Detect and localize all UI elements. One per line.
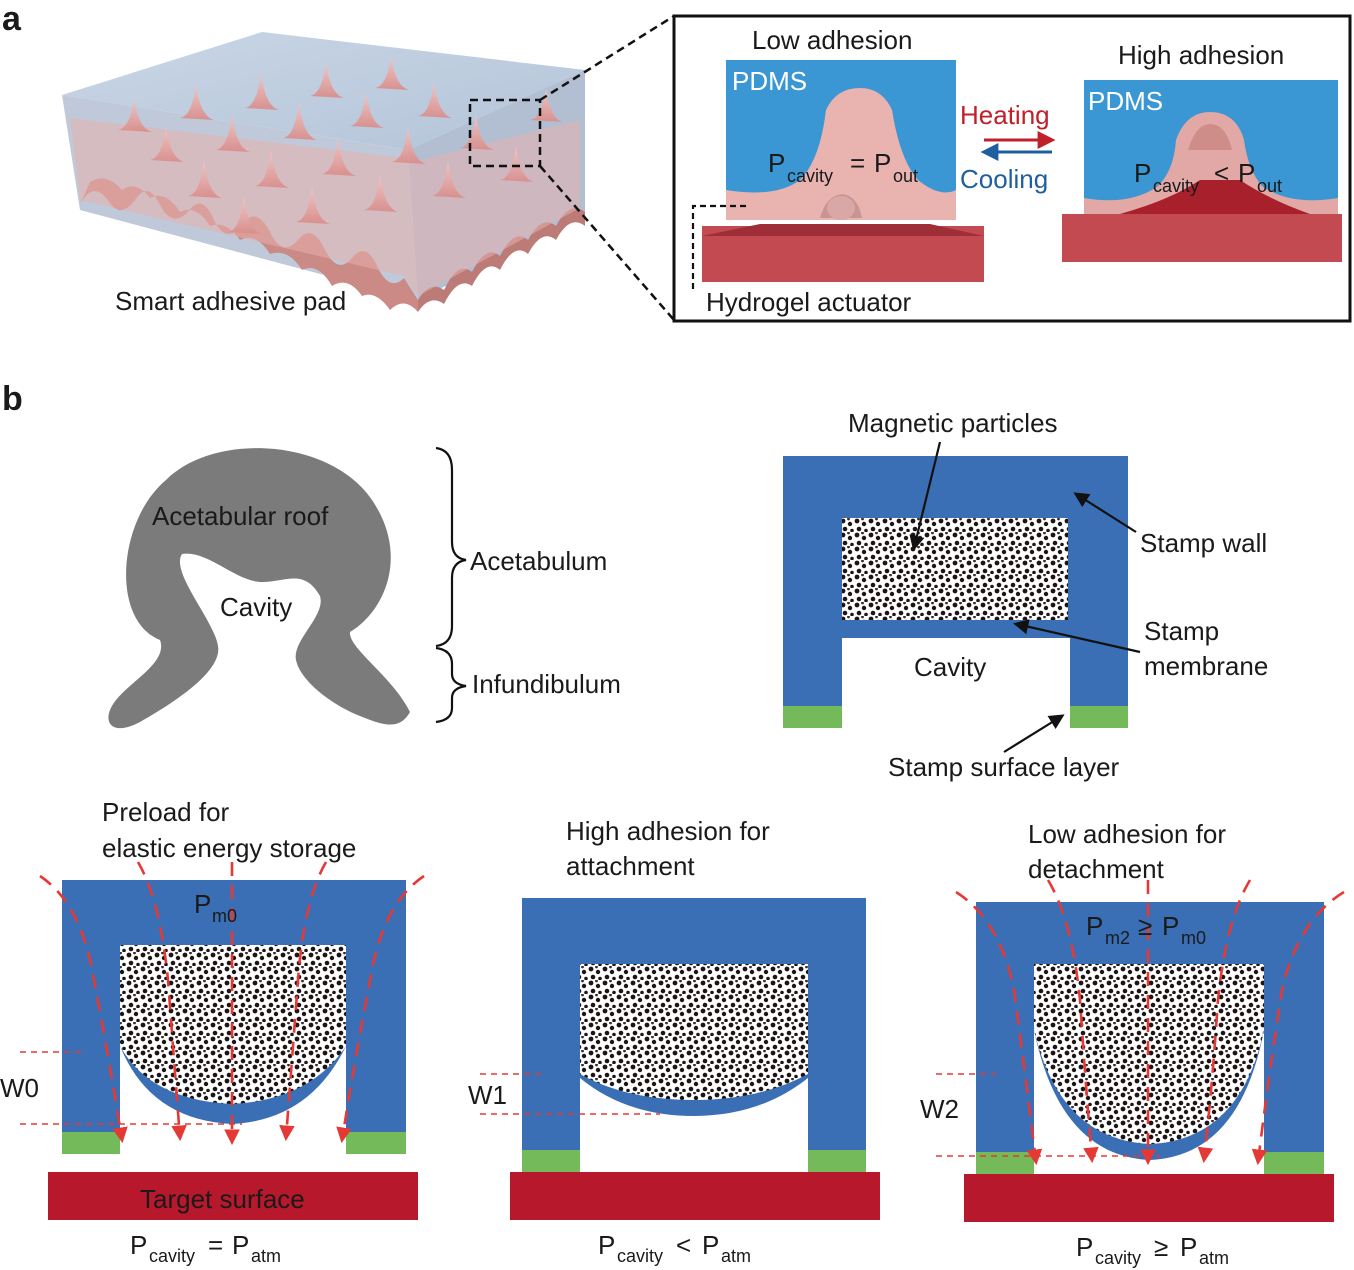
svg-text:≥: ≥ bbox=[1138, 911, 1152, 941]
svg-text:out: out bbox=[893, 166, 918, 186]
svg-text:cavity: cavity bbox=[617, 1246, 663, 1266]
zoom-line-bottom bbox=[539, 165, 675, 321]
svg-text:P: P bbox=[1162, 911, 1179, 941]
svg-text:m2: m2 bbox=[1105, 928, 1130, 948]
svg-text:P: P bbox=[232, 1230, 249, 1260]
svg-text:P: P bbox=[1134, 158, 1151, 188]
zoom-line-top bbox=[539, 14, 675, 102]
hydrogel-label: Hydrogel actuator bbox=[706, 287, 912, 317]
svg-text:atm: atm bbox=[1199, 1248, 1229, 1268]
stamp-wall-label: Stamp wall bbox=[1140, 528, 1267, 558]
smart-adhesive-pad bbox=[62, 32, 585, 312]
svg-text:P: P bbox=[1238, 158, 1255, 188]
panel-a-letter: a bbox=[2, 0, 22, 38]
pdms-label-high: PDMS bbox=[1088, 86, 1163, 116]
stage-2-title-2: attachment bbox=[566, 851, 695, 881]
svg-text:out: out bbox=[1257, 176, 1282, 196]
stage-2-w-label: W1 bbox=[468, 1080, 507, 1110]
stamp-membrane-label-1: Stamp bbox=[1144, 616, 1219, 646]
stamp-membrane-arrow bbox=[1012, 619, 1141, 654]
stage-1-equation: P cavity = P atm bbox=[130, 1230, 281, 1266]
stage-3-title-1: Low adhesion for bbox=[1028, 819, 1226, 849]
stage-2-title-1: High adhesion for bbox=[566, 816, 770, 846]
stamp-wall-arrow bbox=[1073, 492, 1137, 533]
svg-text:≥: ≥ bbox=[1154, 1232, 1168, 1262]
heating-label: Heating bbox=[960, 100, 1050, 130]
pad-label: Smart adhesive pad bbox=[115, 286, 346, 316]
svg-text:P: P bbox=[1180, 1232, 1197, 1262]
stamp-surface-arrow bbox=[1003, 714, 1065, 753]
svg-text:atm: atm bbox=[721, 1246, 751, 1266]
svg-text:P: P bbox=[598, 1230, 615, 1260]
stage-preload bbox=[20, 861, 425, 1220]
pdms-label-low: PDMS bbox=[732, 66, 807, 96]
low-adhesion-unit bbox=[691, 60, 984, 290]
svg-text:atm: atm bbox=[251, 1246, 281, 1266]
stage-attachment bbox=[480, 898, 880, 1220]
magnetic-particles-label: Magnetic particles bbox=[848, 408, 1058, 438]
svg-text:cavity: cavity bbox=[787, 166, 833, 186]
svg-text:P: P bbox=[702, 1230, 719, 1260]
stage-3-pm: P m2 ≥ P m0 bbox=[1086, 911, 1206, 948]
svg-text:<: < bbox=[1214, 158, 1229, 188]
svg-text:m0: m0 bbox=[1181, 928, 1206, 948]
stage-1-title-1: Preload for bbox=[102, 797, 230, 827]
acetabular-roof-label: Acetabular roof bbox=[152, 501, 329, 531]
low-adhesion-equation: P cavity = P out bbox=[768, 148, 918, 186]
cooling-label: Cooling bbox=[960, 164, 1048, 194]
svg-text:=: = bbox=[850, 148, 865, 178]
acetabulum-label: Acetabulum bbox=[470, 546, 607, 576]
svg-text:P: P bbox=[1076, 1232, 1093, 1262]
svg-text:P: P bbox=[874, 148, 891, 178]
stage-3-title-2: detachment bbox=[1028, 854, 1165, 884]
high-adhesion-unit bbox=[1062, 80, 1342, 262]
svg-text:<: < bbox=[676, 1230, 691, 1260]
stage-2-equation: P cavity < P atm bbox=[598, 1230, 751, 1266]
stamp-schematic bbox=[783, 456, 1128, 728]
svg-text:cavity: cavity bbox=[1095, 1248, 1141, 1268]
stage-3-equation: P cavity ≥ P atm bbox=[1076, 1232, 1229, 1268]
infundibulum-label: Infundibulum bbox=[472, 669, 621, 699]
svg-text:=: = bbox=[208, 1230, 223, 1260]
svg-text:P: P bbox=[130, 1230, 147, 1260]
stamp-membrane-label-2: membrane bbox=[1144, 651, 1268, 681]
panel-b-letter: b bbox=[2, 380, 23, 418]
svg-text:P: P bbox=[194, 889, 211, 919]
high-adhesion-label: High adhesion bbox=[1118, 40, 1284, 70]
svg-text:cavity: cavity bbox=[1153, 176, 1199, 196]
stage-detachment bbox=[936, 879, 1345, 1222]
stamp-cavity-label: Cavity bbox=[914, 652, 986, 682]
high-adhesion-equation: P cavity < P out bbox=[1134, 158, 1282, 196]
svg-text:m0: m0 bbox=[212, 906, 237, 926]
stamp-surface-layer-label: Stamp surface layer bbox=[888, 752, 1120, 782]
stage-1-pm: P m0 bbox=[194, 889, 237, 926]
low-adhesion-label: Low adhesion bbox=[752, 25, 912, 55]
target-surface-label: Target surface bbox=[140, 1184, 305, 1214]
sucker-shape bbox=[108, 448, 410, 729]
infundibulum-brace bbox=[435, 646, 467, 724]
svg-text:P: P bbox=[1086, 911, 1103, 941]
acetabulum-brace bbox=[435, 446, 467, 648]
svg-text:P: P bbox=[768, 148, 785, 178]
svg-text:cavity: cavity bbox=[149, 1246, 195, 1266]
stage-1-title-2: elastic energy storage bbox=[102, 833, 356, 863]
magnetic-particles-arrow bbox=[909, 441, 942, 551]
stage-3-w-label: W2 bbox=[920, 1094, 959, 1124]
stage-1-w-label: W0 bbox=[0, 1073, 39, 1103]
sucker-cavity-label: Cavity bbox=[220, 592, 292, 622]
